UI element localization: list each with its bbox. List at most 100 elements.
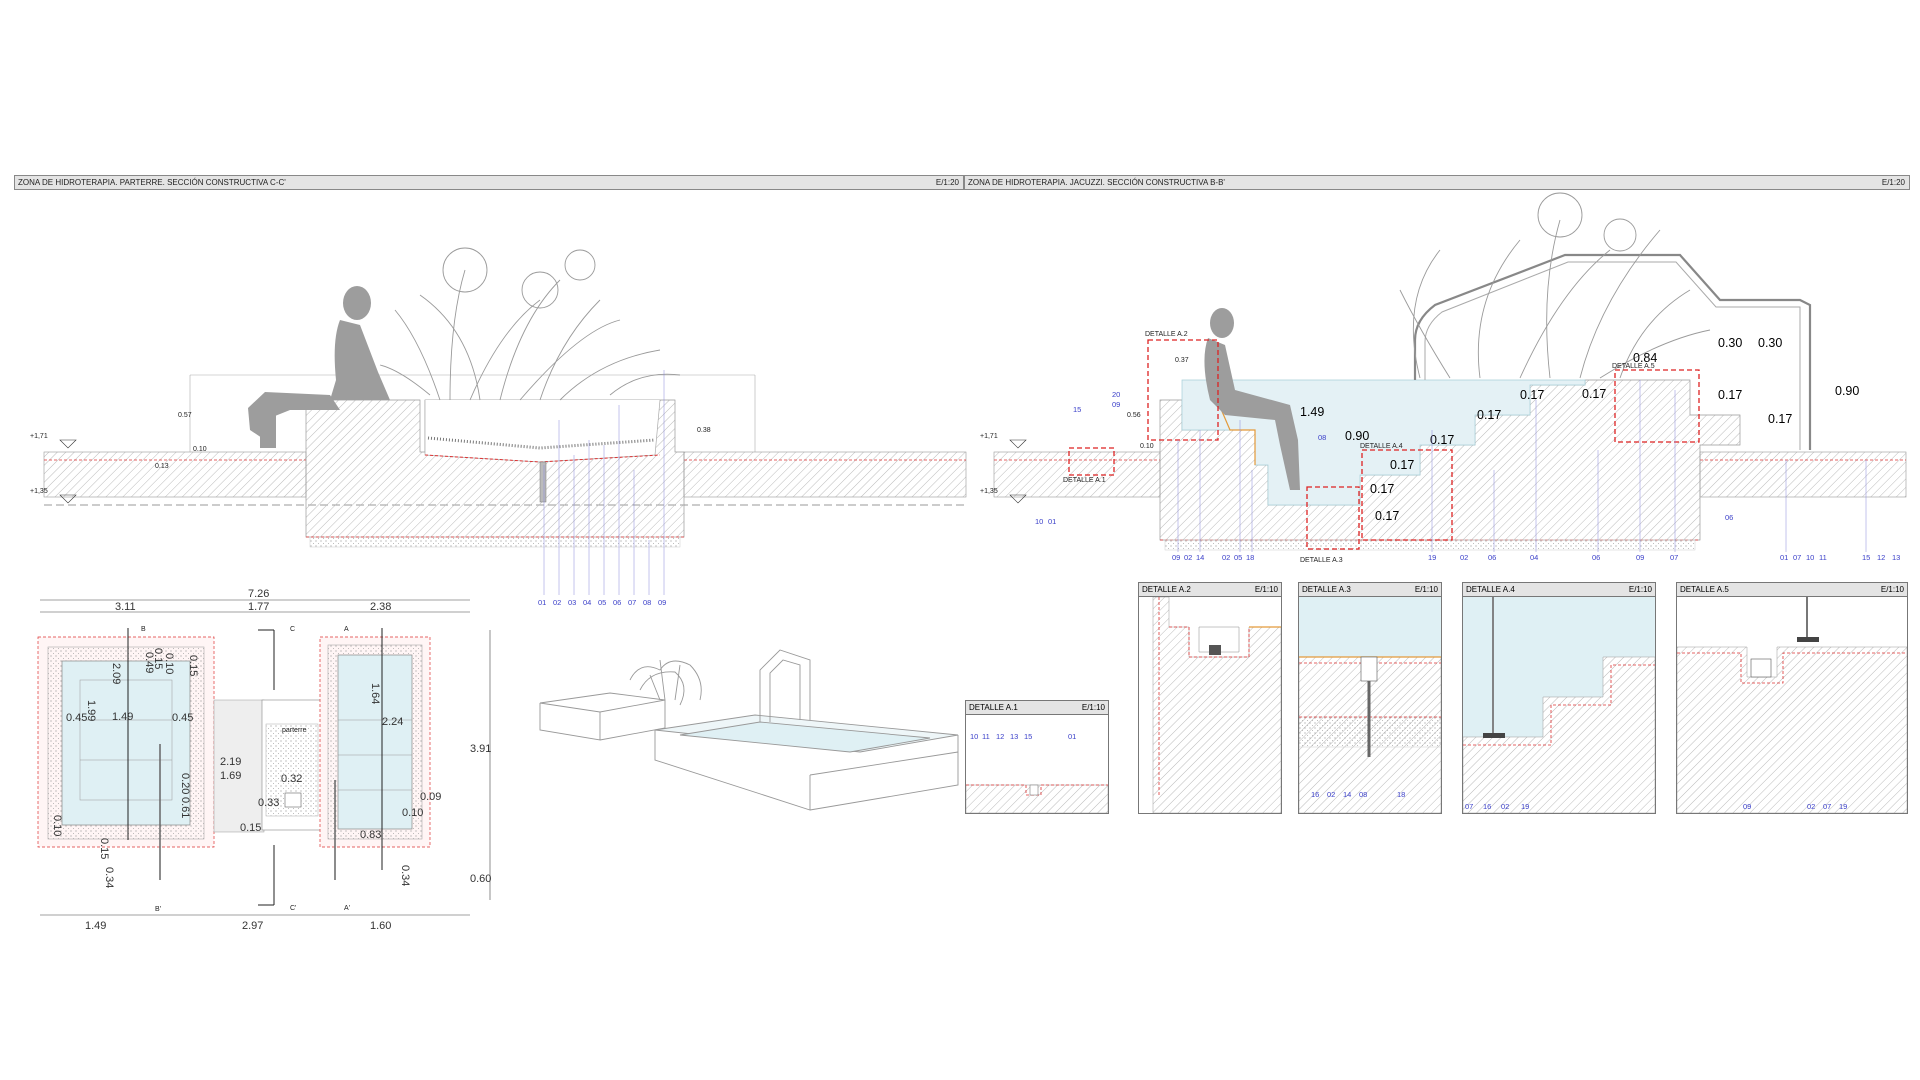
legend-tag: 01 bbox=[538, 598, 546, 607]
seated-person-left bbox=[248, 286, 390, 448]
legend-tag: 10 bbox=[1035, 517, 1043, 526]
dim-label: 1.49 bbox=[112, 711, 133, 723]
dim-label: 0.45 bbox=[172, 712, 193, 724]
detail-a2: DETALLE A.2E/1:10 16 03 09 18 17 bbox=[1138, 582, 1282, 814]
callout-a4: DETALLE A.4 bbox=[1360, 443, 1403, 450]
legend-tag: 05 bbox=[598, 598, 606, 607]
dim-label: 0.09 bbox=[420, 791, 441, 803]
legend-tag: 10 bbox=[1806, 553, 1814, 562]
detail-tag: 02 bbox=[1807, 802, 1815, 811]
cut-label: C bbox=[290, 626, 295, 633]
plan-dim: 3.11 bbox=[115, 601, 136, 613]
legend-tag: 09 bbox=[1636, 553, 1644, 562]
detail-tag: 16 bbox=[1483, 802, 1491, 811]
legend-tag: 01 bbox=[1048, 517, 1056, 526]
detail-tag: 07 bbox=[1823, 802, 1831, 811]
plan-dim: 2.97 bbox=[242, 920, 263, 932]
detail-scale: E/1:10 bbox=[1628, 585, 1652, 594]
detail-tag: 02 bbox=[1501, 802, 1509, 811]
dim-label: 0.32 bbox=[281, 773, 302, 785]
jacuzzi-section: DETALLE A.2 DETALLE A.1 DETALLE A.4 DETA… bbox=[980, 192, 1907, 564]
left-section-title-bar: ZONA DE HIDROTERAPIA. PARTERRE. SECCIÓN … bbox=[14, 175, 964, 190]
level-lower-left: +1,35 bbox=[30, 488, 48, 495]
dim-label: 0.61 bbox=[179, 797, 191, 818]
level-lower-right: +1,35 bbox=[980, 488, 998, 495]
dim-label: 0.83 bbox=[360, 829, 381, 841]
parterre-dim-a: 0.57 bbox=[178, 412, 192, 419]
legend-tag: 12 bbox=[1877, 553, 1885, 562]
parterre-dim-c: 0.13 bbox=[155, 463, 169, 470]
tag: 15 bbox=[1073, 405, 1081, 414]
legend-tag: 09 bbox=[1172, 553, 1180, 562]
detail-title: DETALLE A.1 bbox=[969, 703, 1018, 712]
left-section-scale: E/1:20 bbox=[935, 178, 959, 187]
dim-label: 0.49 bbox=[143, 652, 155, 673]
parterre-plan-label: parterre bbox=[282, 727, 307, 734]
dim-label: 0.17 bbox=[1718, 388, 1742, 402]
planter-plants bbox=[379, 247, 681, 401]
detail-title: DETALLE A.5 bbox=[1680, 585, 1729, 594]
dim-label: 0.17 bbox=[1370, 482, 1394, 496]
right-section-title-bar: ZONA DE HIDROTERAPIA. JACUZZI. SECCIÓN C… bbox=[964, 175, 1910, 190]
detail-tag: 14 bbox=[1343, 790, 1351, 799]
detail-tag: 07 bbox=[1465, 802, 1473, 811]
jacuzzi-dim-small: 0.10 bbox=[1140, 443, 1154, 450]
tag: 09 bbox=[1112, 400, 1120, 409]
right-section-title: ZONA DE HIDROTERAPIA. JACUZZI. SECCIÓN C… bbox=[968, 178, 1225, 187]
detail-scale: E/1:10 bbox=[1254, 585, 1278, 594]
detail-tag: 19 bbox=[1521, 802, 1529, 811]
dim-label: 0.17 bbox=[1390, 458, 1414, 472]
dim-label: 0.33 bbox=[258, 797, 279, 809]
dim-label: 0.45 bbox=[66, 712, 87, 724]
left-pool-dims: 0.49 0.15 0.10 0.15 2.09 1.49 0.45 0.45 … bbox=[51, 648, 199, 888]
detail-tag: 11 bbox=[982, 732, 990, 741]
legend-tag: 14 bbox=[1196, 553, 1204, 562]
plan-view: 7.26 3.11 1.77 2.38 1.49 2.97 1.60 3.91 … bbox=[37, 588, 491, 932]
legend-tag: 08 bbox=[643, 598, 651, 607]
detail-scale: E/1:10 bbox=[1880, 585, 1904, 594]
detail-tag: 01 bbox=[1068, 732, 1076, 741]
cut-label: A bbox=[344, 626, 349, 633]
seated-person-right bbox=[1204, 308, 1300, 490]
detail-tag: 12 bbox=[996, 732, 1004, 741]
cut-label: A' bbox=[344, 905, 350, 912]
callout-a3: DETALLE A.3 bbox=[1300, 557, 1343, 564]
jacuzzi-dimensions: 1.49 0.90 0.17 0.17 0.17 0.17 0.17 0.17 … bbox=[1300, 336, 1859, 523]
legend-tag: 15 bbox=[1862, 553, 1870, 562]
detail-tag: 09 bbox=[1743, 802, 1751, 811]
parterre-legend: 01 02 03 04 05 06 07 08 09 bbox=[538, 598, 666, 607]
detail-title: DETALLE A.2 bbox=[1142, 585, 1191, 594]
dim-label: 0.15 bbox=[152, 648, 164, 669]
dim-label: 0.17 bbox=[1430, 433, 1454, 447]
legend-tag: 04 bbox=[1530, 553, 1538, 562]
detail-scale: E/1:10 bbox=[1081, 703, 1105, 712]
legend-tag: 19 bbox=[1428, 553, 1436, 562]
detail-tag: 13 bbox=[1010, 732, 1018, 741]
plan-dim: 1.60 bbox=[370, 920, 391, 932]
jacuzzi-dim-small: 0.37 bbox=[1175, 357, 1189, 364]
tag: 08 bbox=[1318, 433, 1326, 442]
legend-tag: 02 bbox=[1460, 553, 1468, 562]
detail-callouts bbox=[1068, 339, 1700, 550]
dim-label: 2.19 bbox=[220, 756, 241, 768]
legend-tag: 06 bbox=[1592, 553, 1600, 562]
dim-label: 0.90 bbox=[1835, 384, 1859, 398]
plan-dim: 0.60 bbox=[470, 873, 491, 885]
plan-dim-total: 7.26 bbox=[248, 588, 269, 600]
legend-tag: 06 bbox=[613, 598, 621, 607]
detail-tag: 10 bbox=[970, 732, 978, 741]
jacuzzi-legend: 10 01 09 02 14 02 05 18 19 02 06 04 06 0… bbox=[1035, 513, 1900, 562]
legend-tag: 06 bbox=[1488, 553, 1496, 562]
left-section-title: ZONA DE HIDROTERAPIA. PARTERRE. SECCIÓN … bbox=[18, 178, 286, 187]
legend-tag: 18 bbox=[1246, 553, 1254, 562]
cut-label: B' bbox=[155, 906, 161, 913]
dim-label: 1.64 bbox=[369, 683, 381, 704]
legend-tag: 02 bbox=[1222, 553, 1230, 562]
dim-label: 0.15 bbox=[187, 655, 199, 676]
cut-label: B bbox=[141, 626, 146, 633]
plan-dim: 3.91 bbox=[470, 743, 491, 755]
dim-label: 0.17 bbox=[1520, 388, 1544, 402]
left-pool-water bbox=[61, 660, 191, 826]
dim-label: 1.69 bbox=[220, 770, 241, 782]
